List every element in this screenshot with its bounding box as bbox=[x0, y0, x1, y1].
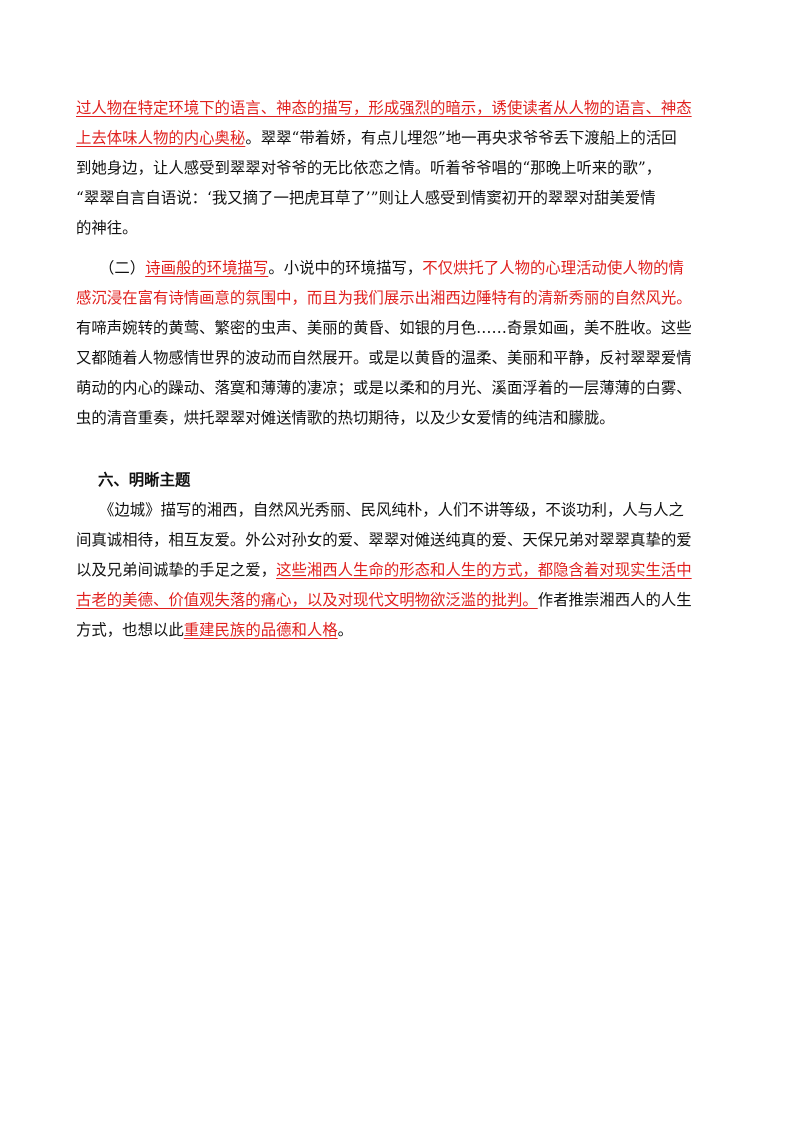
red-text: 不仅烘托了人物的心理活动使人物的情 bbox=[422, 259, 684, 277]
paragraph-line: 萌动的内心的躁动、落寞和薄薄的凄凉；或是以柔和的月光、溪面浮着的一层薄薄的白雾、 bbox=[76, 379, 692, 397]
paragraph-line: “翠翠自言自语说：‘我又摘了一把虎耳草了’”则让人感受到情窦初开的翠翠对甜美爱情 bbox=[76, 189, 656, 207]
highlighted-text: 重建民族的品德和人格 bbox=[183, 621, 338, 639]
paragraph-line: 的神往。 bbox=[76, 219, 138, 237]
paragraph-line: 古老的美德、价值观失落的痛心，以及对现代文明物欲泛滥的批判。作者推崇湘西人的人生 bbox=[76, 590, 692, 610]
paragraph-line: 《边城》描写的湘西，自然风光秀丽、民风纯朴，人们不讲等级，不谈功利，人与人之 bbox=[99, 501, 684, 519]
body-text: 作者推崇湘西人的人生 bbox=[537, 591, 692, 609]
paragraph-line: 虫的清音重奏，烘托翠翠对傩送情歌的热切期待，以及少女爱情的纯洁和朦胧。 bbox=[76, 409, 615, 427]
paragraph-line: 感沉浸在富有诗情画意的氛围中，而且为我们展示出湘西边陲特有的清新秀丽的自然风光。 bbox=[76, 289, 692, 307]
highlighted-text: 过人物在特定环境下的语言、神态的描写，形成强烈的暗示，诱使读者从人物的语言、神态 bbox=[76, 99, 692, 117]
body-text: 方式，也想以此 bbox=[76, 621, 184, 639]
paragraph-line: 有啼声婉转的黄莺、繁密的虫声、美丽的黄昏、如银的月色……奇景如画，美不胜收。这些 bbox=[76, 319, 692, 337]
section-heading: 六、明晰主题 bbox=[98, 471, 191, 489]
subsection-number: （二） bbox=[99, 259, 146, 277]
paragraph-line: （二）诗画般的环境描写。小说中的环境描写，不仅烘托了人物的心理活动使人物的情 bbox=[99, 258, 684, 278]
highlighted-text: 这些湘西人生命的形态和人生的方式，都隐含着对现实生活中 bbox=[276, 561, 692, 579]
paragraph-line: 间真诚相待，相互友爱。外公对孙女的爱、翠翠对傩送纯真的爱、天保兄弟对翠翠真挚的爱 bbox=[76, 531, 692, 549]
paragraph-line: 方式，也想以此重建民族的品德和人格。 bbox=[76, 620, 353, 640]
paragraph-line: 过人物在特定环境下的语言、神态的描写，形成强烈的暗示，诱使读者从人物的语言、神态 bbox=[76, 98, 692, 118]
paragraph-line: 又都随着人物感情世界的波动而自然展开。或是以黄昏的温柔、美丽和平静，反衬翠翠爱情 bbox=[76, 349, 692, 367]
body-text: 。 bbox=[337, 621, 354, 639]
highlighted-text: 上去体味人物的内心奥秘 bbox=[76, 129, 246, 147]
body-text: 以及兄弟间诚挚的手足之爱， bbox=[76, 561, 277, 579]
body-text: 。翠翠“带着娇，有点儿埋怨”地一再央求爷爷丢下渡船上的活回 bbox=[245, 129, 677, 147]
body-text: 。小说中的环境描写， bbox=[268, 259, 423, 277]
paragraph-line: 以及兄弟间诚挚的手足之爱，这些湘西人生命的形态和人生的方式，都隐含着对现实生活中 bbox=[76, 560, 692, 580]
highlighted-text: 古老的美德、价值观失落的痛心，以及对现代文明物欲泛滥的批判。 bbox=[76, 591, 538, 609]
subsection-title: 诗画般的环境描写 bbox=[145, 259, 269, 277]
paragraph-line: 上去体味人物的内心奥秘。翠翠“带着娇，有点儿埋怨”地一再央求爷爷丢下渡船上的活回 bbox=[76, 128, 677, 148]
paragraph-line: 到她身边，让人感受到翠翠对爷爷的无比依恋之情。听着爷爷唱的“那晚上听来的歌”， bbox=[76, 159, 662, 177]
